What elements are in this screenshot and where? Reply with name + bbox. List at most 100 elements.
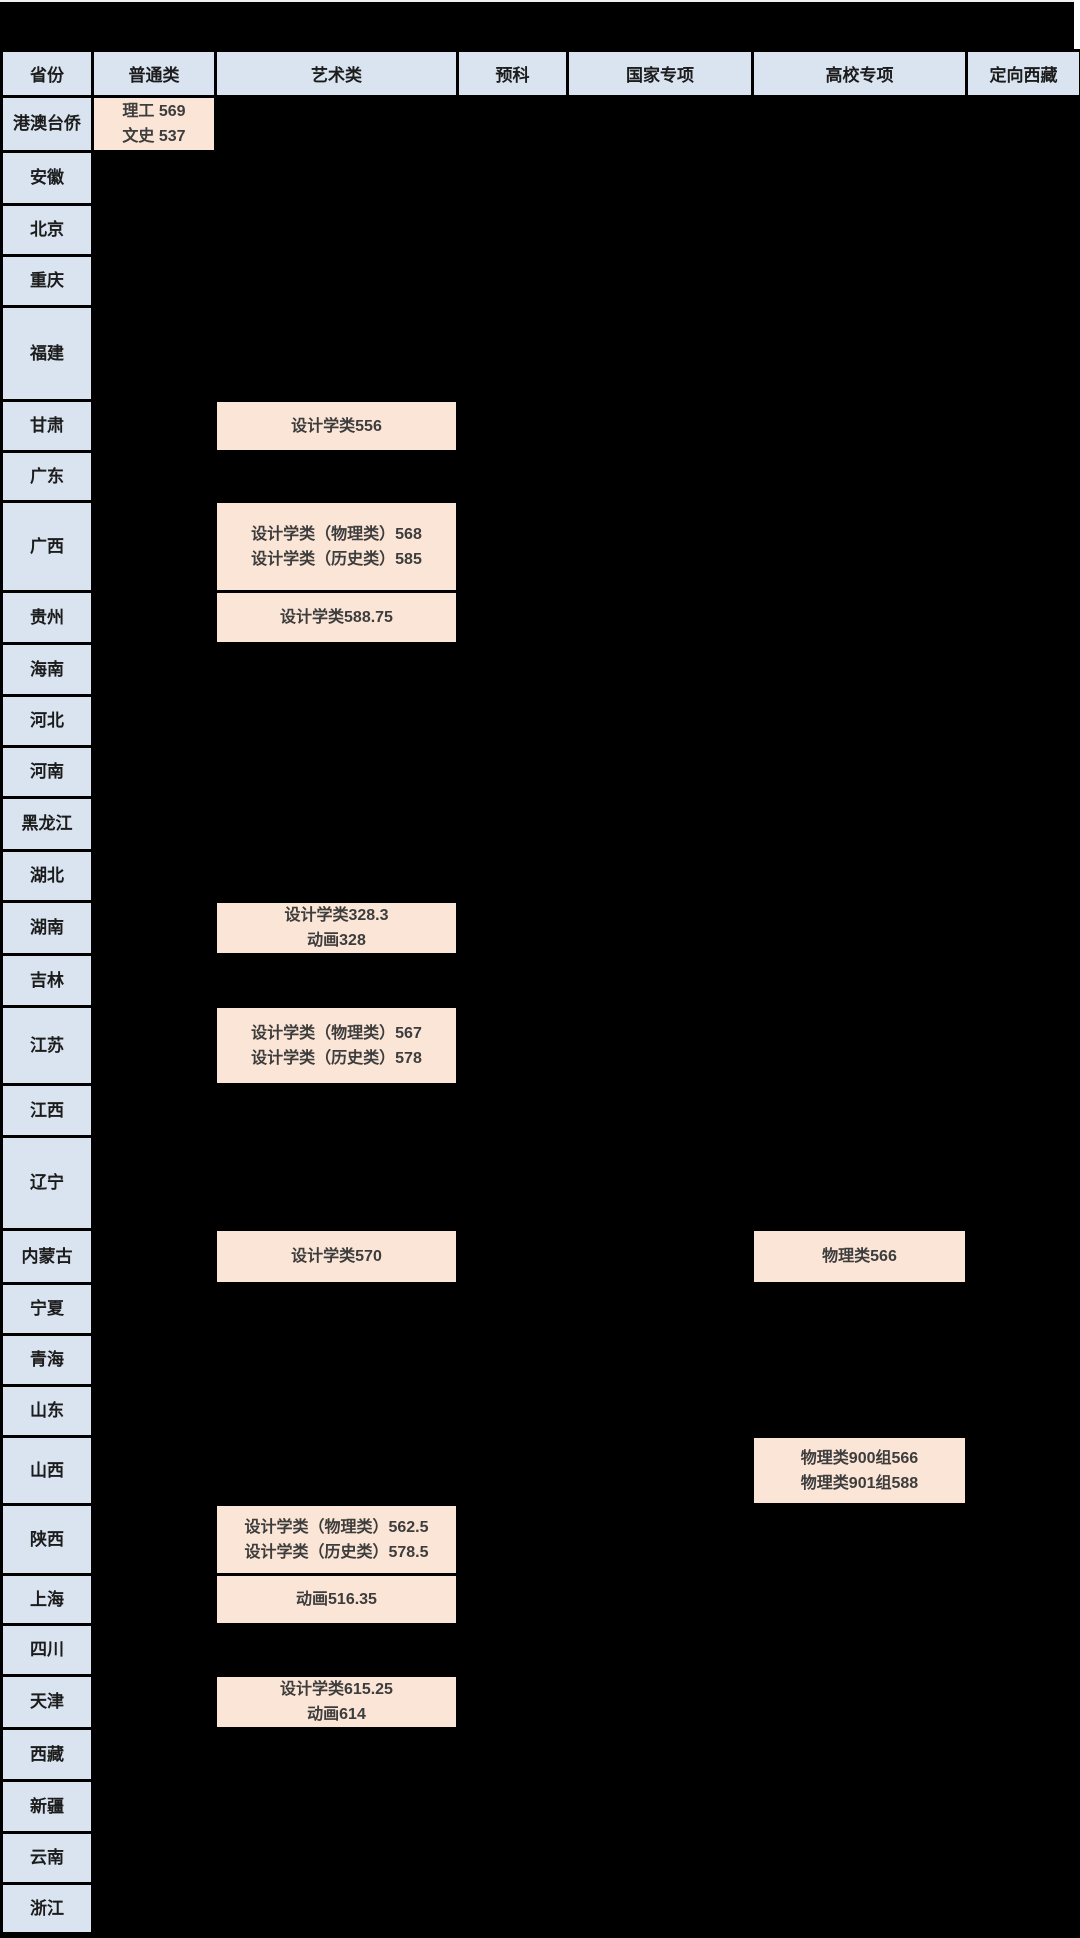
empty-cell [751,590,968,645]
empty-cell [91,150,217,206]
col-header-general: 普通类 [91,49,217,98]
table-row: 广东 [0,450,1080,503]
empty-cell [456,399,569,453]
empty-cell [91,900,217,956]
col-header-national-special: 国家专项 [566,49,754,98]
province-cell: 山西 [0,1435,94,1506]
empty-cell [965,1727,1080,1782]
empty-cell [965,694,1080,748]
province-cell: 北京 [0,203,94,257]
empty-cell [456,1005,569,1086]
empty-cell [214,1779,459,1834]
empty-cell [566,642,754,697]
table-row: 北京 [0,203,1080,257]
empty-cell [965,450,1080,503]
empty-cell [566,500,754,593]
empty-cell [751,150,968,206]
score-cell: 设计学类（物理类）568 设计学类（历史类）585 [214,500,459,593]
table-row: 山东 [0,1384,1080,1438]
empty-cell [566,1435,754,1506]
empty-cell [566,1083,754,1138]
table-row: 四川 [0,1623,1080,1677]
empty-cell [751,953,968,1008]
empty-cell [965,1228,1080,1285]
empty-cell [91,305,217,402]
empty-cell [456,694,569,748]
empty-cell [751,1083,968,1138]
empty-cell [566,1882,754,1935]
province-cell: 河北 [0,694,94,748]
table-row: 河北 [0,694,1080,748]
empty-cell [456,1083,569,1138]
province-cell: 内蒙古 [0,1228,94,1285]
empty-cell [214,642,459,697]
empty-cell [965,1623,1080,1677]
empty-cell [214,1623,459,1677]
empty-cell [456,305,569,402]
province-cell: 重庆 [0,254,94,308]
province-cell: 西藏 [0,1727,94,1782]
empty-cell [566,399,754,453]
empty-cell [91,849,217,903]
empty-cell [751,95,968,153]
empty-cell [91,450,217,503]
empty-cell [566,849,754,903]
empty-cell [751,745,968,799]
empty-cell [456,203,569,257]
empty-cell [214,305,459,402]
score-cell: 设计学类588.75 [214,590,459,645]
empty-cell [456,254,569,308]
empty-cell [214,745,459,799]
empty-cell [751,1503,968,1576]
empty-cell [751,1727,968,1782]
empty-cell [456,590,569,645]
table-row: 宁夏 [0,1282,1080,1336]
empty-cell [751,1882,968,1935]
table-row: 天津设计学类615.25 动画614 [0,1674,1080,1730]
empty-cell [751,694,968,748]
page-top-edge-line [0,0,1080,2]
score-cell: 动画516.35 [214,1573,459,1626]
empty-cell [751,642,968,697]
table-row: 安徽 [0,150,1080,206]
score-cell: 设计学类570 [214,1228,459,1285]
empty-cell [965,203,1080,257]
province-cell: 湖北 [0,849,94,903]
empty-cell [214,95,459,153]
empty-cell [965,1779,1080,1834]
province-cell: 吉林 [0,953,94,1008]
province-cell: 浙江 [0,1882,94,1935]
table-row: 福建 [0,305,1080,402]
empty-cell [456,1228,569,1285]
empty-cell [456,95,569,153]
empty-cell [91,1674,217,1730]
col-header-university-special: 高校专项 [751,49,968,98]
province-cell: 海南 [0,642,94,697]
empty-cell [965,399,1080,453]
empty-cell [214,1333,459,1387]
empty-cell [456,1282,569,1336]
table-row: 河南 [0,745,1080,799]
empty-cell [751,1623,968,1677]
empty-cell [965,1503,1080,1576]
empty-cell [214,953,459,1008]
empty-cell [751,796,968,852]
empty-cell [751,1005,968,1086]
province-cell: 青海 [0,1333,94,1387]
empty-cell [566,254,754,308]
score-cell: 设计学类328.3 动画328 [214,900,459,956]
empty-cell [91,254,217,308]
province-cell: 辽宁 [0,1135,94,1231]
table-row: 上海动画516.35 [0,1573,1080,1626]
empty-cell [751,500,968,593]
empty-cell [751,305,968,402]
province-cell: 甘肃 [0,399,94,453]
empty-cell [91,745,217,799]
province-cell: 山东 [0,1384,94,1438]
empty-cell [456,1573,569,1626]
table-row: 新疆 [0,1779,1080,1834]
province-cell: 黑龙江 [0,796,94,852]
empty-cell [214,254,459,308]
